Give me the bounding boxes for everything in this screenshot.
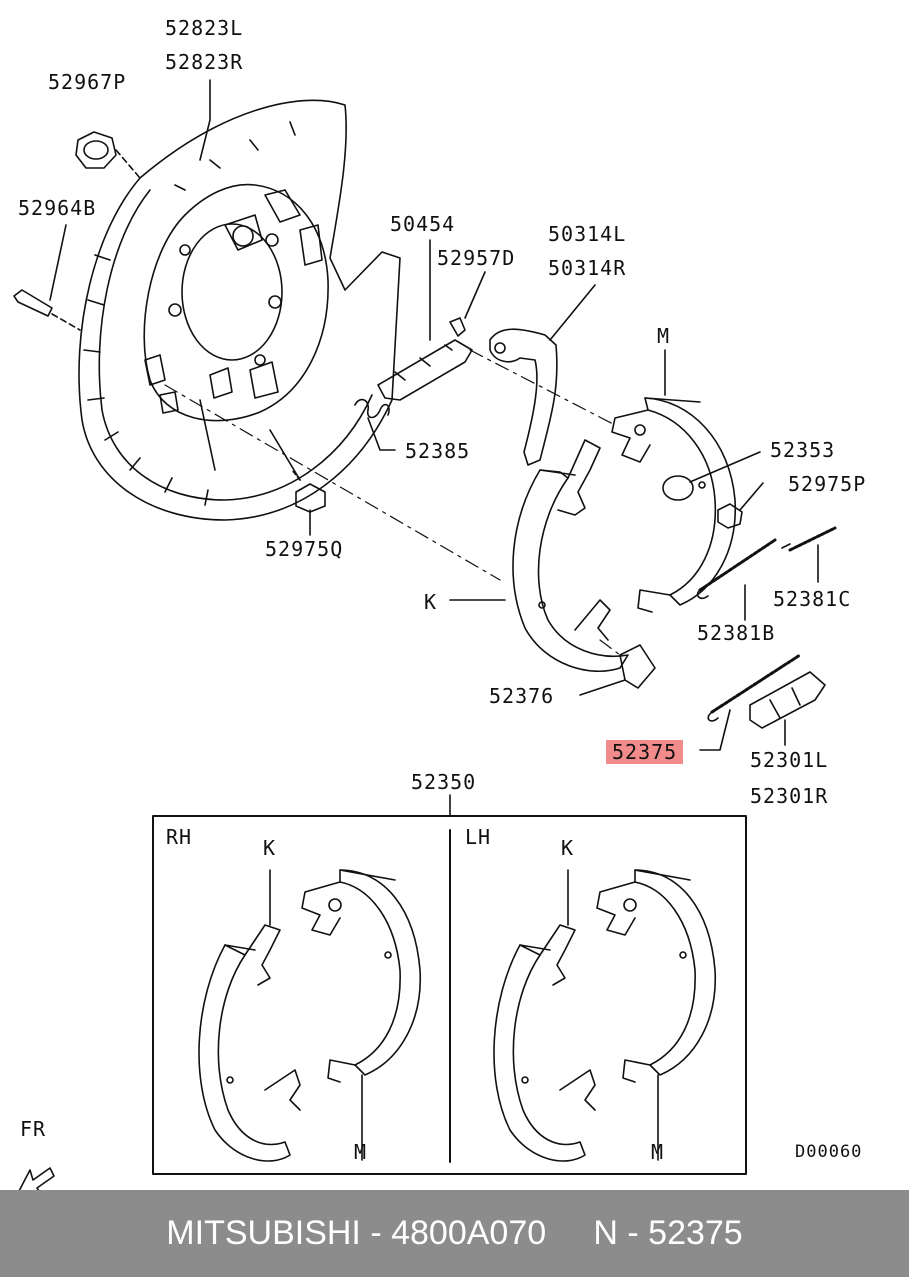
footer-gap [546, 1214, 593, 1253]
spring-52381B [696, 538, 777, 600]
clip-52385 [354, 398, 390, 419]
footer-sep1: - [360, 1214, 392, 1252]
label-52385: 52385 [405, 439, 471, 463]
label-52353: 52353 [770, 438, 836, 462]
label-50314R: 50314R [548, 256, 627, 280]
label-52301R: 52301R [750, 784, 829, 808]
label-52301L: 52301L [750, 748, 829, 772]
anchor-52376 [619, 644, 656, 689]
label-50314L: 50314L [548, 222, 627, 246]
lever-50454 [377, 317, 473, 401]
kit-box [152, 815, 747, 1175]
label-52957D: 52957D [437, 246, 516, 270]
lh-shoe-K [493, 869, 596, 1162]
label-rh: RH [166, 825, 193, 849]
footer-sep2: - [617, 1214, 649, 1252]
pin-52353 [662, 475, 694, 501]
nut-52967P [75, 131, 141, 179]
label-m-lh: M [651, 1140, 665, 1164]
alignment-lines [164, 349, 621, 656]
label-52823R: 52823R [165, 50, 244, 74]
spring-52375 [707, 653, 802, 722]
shoe-K [512, 439, 629, 672]
bolt-52975P [717, 503, 743, 529]
label-m-top: M [657, 324, 671, 348]
spring-52381C [781, 526, 837, 552]
bolt-52964B [13, 289, 81, 331]
label-52823L: 52823L [165, 16, 244, 40]
label-code: D00060 [795, 1142, 863, 1162]
label-52381C: 52381C [773, 587, 852, 611]
fr-arrow-icon [18, 1167, 55, 1190]
lever-50314 [489, 328, 558, 466]
label-52975Q: 52975Q [265, 537, 344, 561]
label-k-lh: K [561, 836, 575, 860]
label-52975P: 52975P [788, 472, 867, 496]
label-m-rh: M [354, 1140, 368, 1164]
label-52967P: 52967P [48, 70, 127, 94]
label-52381B: 52381B [697, 621, 776, 645]
label-k-main: K [424, 590, 438, 614]
label-52964B: 52964B [18, 196, 97, 220]
footer-brand: MITSUBISHI [166, 1214, 361, 1252]
backing-plate [78, 99, 401, 521]
label-fr: FR [20, 1117, 47, 1141]
label-lh: LH [465, 825, 492, 849]
shoe-M [611, 397, 737, 613]
label-52376: 52376 [489, 684, 555, 708]
label-52375-highlighted: 52375 [606, 740, 684, 764]
footer-n-label: N [593, 1214, 618, 1252]
footer-part-number: 4800A070 [391, 1214, 547, 1252]
adjuster-52301 [749, 671, 826, 729]
label-50454: 50454 [390, 212, 456, 236]
footer-bar: MITSUBISHI - 4800A070 N - 52375 [0, 1190, 909, 1277]
label-k-rh: K [263, 836, 277, 860]
brake-diagram [13, 79, 837, 1190]
rh-shoe-M [301, 869, 422, 1161]
leader-lines [49, 79, 819, 751]
label-52350: 52350 [411, 770, 477, 794]
rh-shoe-K [198, 869, 301, 1162]
lh-shoe-M [596, 869, 717, 1161]
footer-n-value: 52375 [648, 1214, 743, 1252]
